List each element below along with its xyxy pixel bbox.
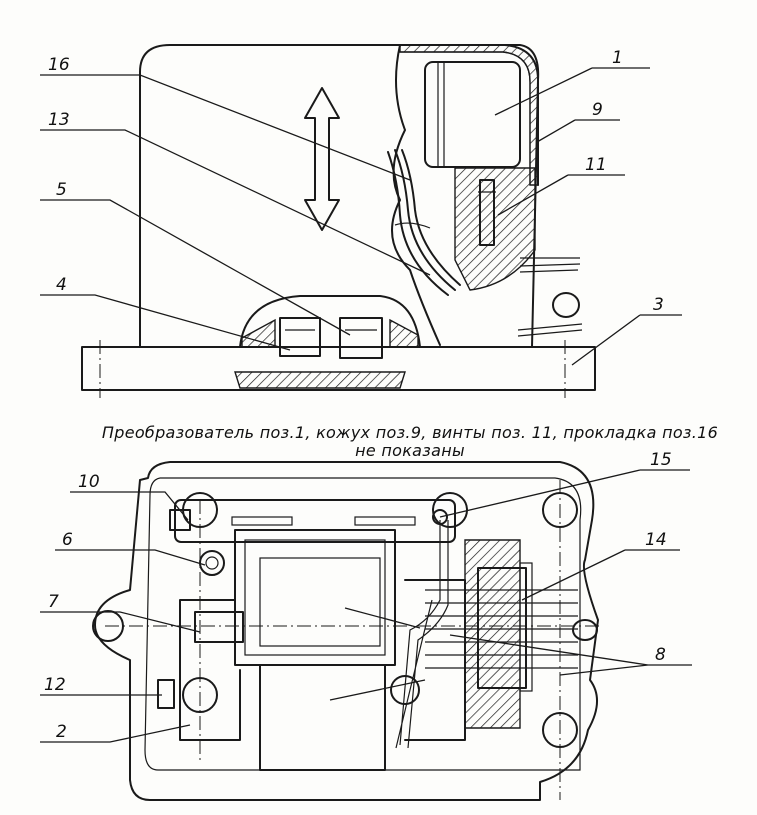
drawing-caption: Преобразователь поз.1, кожух поз.9, винт…: [60, 424, 757, 460]
front-section-view: [81, 44, 596, 398]
wire-harness: [395, 520, 449, 749]
label-15: 15: [650, 450, 672, 470]
cable-gland: [552, 292, 580, 318]
standoff: [390, 675, 420, 705]
mount-hole: [182, 677, 218, 713]
converter-box: [424, 61, 521, 168]
label-5: 5: [56, 180, 67, 200]
connector-pins: [425, 589, 578, 669]
label-16: 16: [48, 55, 70, 75]
part-number-labels: 16 13 5 4 1 9 11 3 10 6 7 12 2 15 14 8: [44, 48, 672, 742]
wire-bundle: [387, 149, 461, 296]
label-11: 11: [585, 155, 607, 175]
mount-hole: [542, 712, 578, 748]
cutaway-break-line: [391, 44, 441, 346]
label-6: 6: [62, 530, 73, 550]
component-4: [279, 317, 321, 357]
plan-view: [92, 461, 600, 801]
component-7: [194, 611, 244, 643]
standoff: [199, 550, 225, 576]
caption-line-2: не показаны: [355, 441, 465, 460]
label-2: 2: [56, 722, 67, 742]
left-bracket: [179, 599, 241, 741]
bottom-boss: [239, 295, 421, 348]
label-10: 10: [78, 472, 100, 492]
leader-lines: [40, 67, 692, 743]
component-5: [339, 317, 383, 359]
caption-line-1: Преобразователь поз.1, кожух поз.9, винт…: [101, 423, 719, 442]
label-13: 13: [48, 110, 70, 130]
label-14: 14: [645, 530, 667, 550]
label-1: 1: [612, 48, 623, 68]
mount-hole: [92, 610, 124, 642]
label-4: 4: [56, 275, 67, 295]
top-rail: [174, 499, 456, 543]
label-12: 12: [44, 675, 66, 695]
component-12: [157, 679, 175, 709]
mount-hole: [542, 492, 578, 528]
screw: [479, 179, 495, 246]
central-module: [234, 529, 396, 666]
base-plate: [81, 346, 596, 391]
housing-outline: [139, 44, 540, 348]
label-9: 9: [592, 100, 603, 120]
label-3: 3: [653, 295, 664, 315]
motion-arrow: [304, 87, 340, 231]
lower-block: [259, 664, 386, 771]
cable-gland: [572, 619, 598, 641]
label-7: 7: [48, 592, 59, 612]
label-8: 8: [655, 645, 666, 665]
connector-14: [477, 567, 527, 689]
